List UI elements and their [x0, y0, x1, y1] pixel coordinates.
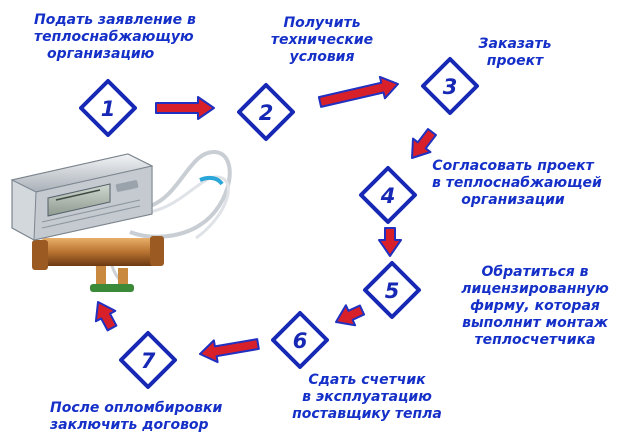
diamond-shape — [359, 166, 417, 224]
step-number: 5 — [385, 279, 400, 303]
step-markers: 1 2 3 4 5 6 7 — [79, 57, 479, 389]
arrow-4-to-5 — [378, 227, 402, 257]
step-number: 6 — [293, 329, 308, 353]
diamond-shape — [363, 261, 421, 319]
step-2-marker: 2 — [237, 83, 295, 141]
diamond-shape — [79, 79, 137, 137]
diamond-shape — [119, 331, 177, 389]
step-number: 3 — [443, 75, 458, 99]
step-3-marker: 3 — [421, 57, 479, 115]
step-1-marker: 1 — [79, 79, 137, 137]
arrow-5-to-6 — [335, 304, 366, 327]
step-number: 1 — [101, 97, 116, 121]
diamond-shape — [271, 311, 329, 369]
arrow-2-to-3 — [317, 75, 399, 108]
step-number: 7 — [141, 349, 156, 373]
step-5-marker: 5 — [363, 261, 421, 319]
step-3-label: Заказать проект — [478, 36, 552, 69]
step-6-marker: 6 — [271, 311, 329, 369]
flow-arrows — [94, 75, 437, 364]
diamond-shape — [237, 83, 295, 141]
step-4-marker: 4 — [359, 166, 417, 224]
heat-meter-icon — [10, 150, 232, 292]
arrow-7-to-8 — [94, 301, 118, 332]
arrow-6-to-7 — [199, 338, 260, 364]
step-number: 4 — [380, 184, 396, 208]
step-number: 2 — [259, 101, 274, 125]
arrow-3-to-4 — [411, 128, 437, 159]
step-7-marker: 7 — [119, 331, 177, 389]
step-2-label: Получить технические условия — [270, 15, 374, 65]
diamond-shape — [421, 57, 479, 115]
step-7-label: После опломбировки заключить договор — [50, 400, 223, 433]
step-4-label: Согласовать проект в теплоснабжающей орг… — [432, 158, 602, 208]
step-6-label: Сдать счетчик в эксплуатацию поставщику … — [292, 372, 442, 422]
step-5-label: Обратиться в лицензированную фирму, кото… — [461, 264, 609, 348]
step-1-label: Подать заявление в теплоснабжающую орган… — [34, 12, 196, 62]
arrow-1-to-2 — [155, 96, 215, 120]
